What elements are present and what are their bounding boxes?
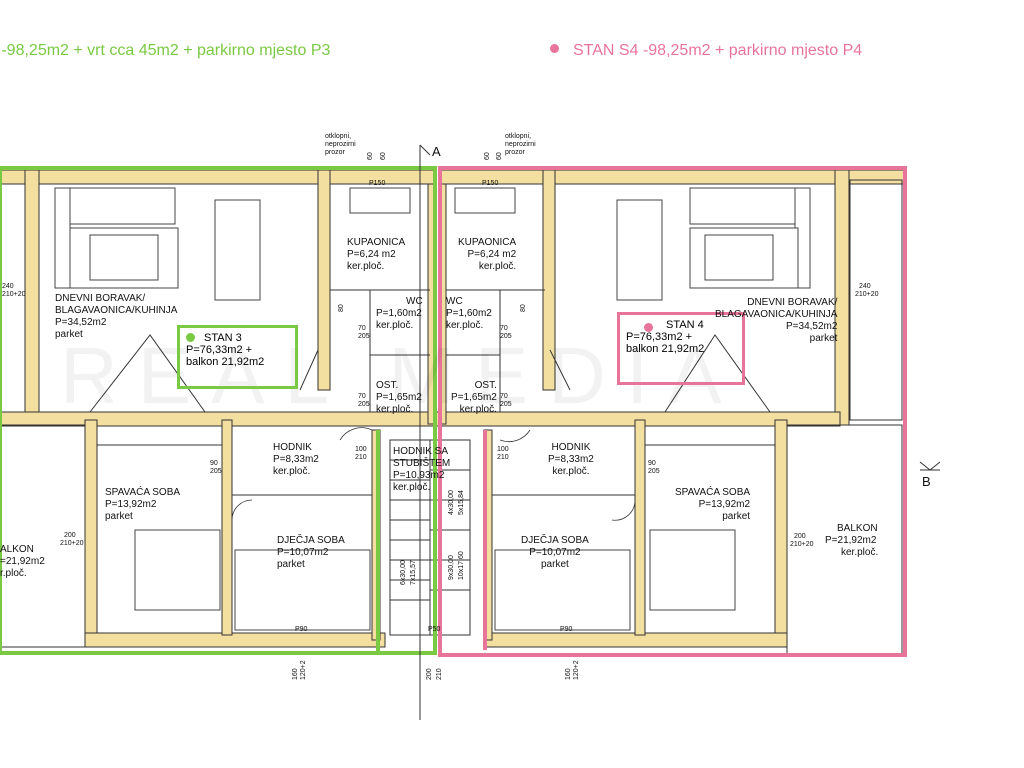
stan3-area: P=76,33m2 + bbox=[186, 344, 253, 356]
stan3-balkon: balkon 21,92m2 bbox=[186, 356, 265, 368]
stan4-area: P=76,33m2 + bbox=[626, 331, 693, 343]
header-stan3-text: 3 -98,25m2 + vrt cca 45m2 + parkirno mje… bbox=[0, 42, 331, 59]
stan4-balkon: balkon 21,92m2 bbox=[626, 343, 705, 355]
dim-v80-left: 80 bbox=[338, 304, 345, 312]
section-mark-a: A bbox=[432, 144, 441, 159]
dim-p50: P50 bbox=[428, 626, 441, 633]
dim-v210: 210 bbox=[436, 668, 443, 680]
dim-stair-1: 6x30,00 bbox=[400, 560, 407, 585]
header-stan4-text: STAN S4 -98,25m2 + parkirno mjesto P4 bbox=[573, 42, 863, 59]
dim-p90-right: P90 bbox=[560, 626, 573, 633]
dim-p90-left: P90 bbox=[295, 626, 308, 633]
dim-v160-left: 160 bbox=[292, 668, 299, 680]
dim-p150-left: P150 bbox=[369, 180, 386, 187]
stan4-title: STAN 4 bbox=[666, 319, 704, 331]
dim-stair-3: 9x30,00 bbox=[448, 555, 455, 580]
stan4-box-dot-icon bbox=[644, 323, 653, 332]
dim-v120-right: 120+2 bbox=[573, 660, 580, 680]
header-stan3: 3 -98,25m2 + vrt cca 45m2 + parkirno mje… bbox=[0, 42, 330, 60]
dim-p150-right: P150 bbox=[482, 180, 499, 187]
stan3-title: STAN 3 bbox=[204, 332, 242, 344]
dim-stair-5: 4x30,00 bbox=[448, 490, 455, 515]
dim-v120-left: 120+2 bbox=[300, 660, 307, 680]
stan3-label-box: STAN 3 P=76,33m2 + balkon 21,92m2 bbox=[177, 325, 298, 389]
dim-v60-d: 60 bbox=[496, 152, 503, 160]
section-mark-b: B bbox=[922, 474, 931, 489]
header-stan4: STAN S4 -98,25m2 + parkirno mjesto P4 bbox=[550, 42, 862, 60]
watermark: REAL MEDIA bbox=[60, 331, 742, 420]
dim-stair-4: 10x17,60 bbox=[458, 551, 465, 580]
dim-v80-right: 80 bbox=[520, 304, 527, 312]
dim-v60-a: 60 bbox=[367, 152, 374, 160]
stan4-label-box: STAN 4 P=76,33m2 + balkon 21,92m2 bbox=[617, 312, 745, 385]
dim-v60-b: 60 bbox=[380, 152, 387, 160]
dim-v200: 200 bbox=[426, 668, 433, 680]
dim-stair-2: 7x15,57 bbox=[410, 560, 417, 585]
stan4-dot-icon bbox=[550, 44, 559, 53]
dim-v60-c: 60 bbox=[484, 152, 491, 160]
dim-stair-6: 5x15,84 bbox=[458, 490, 465, 515]
dim-v160-right: 160 bbox=[565, 668, 572, 680]
stan3-dot-icon bbox=[186, 333, 195, 342]
